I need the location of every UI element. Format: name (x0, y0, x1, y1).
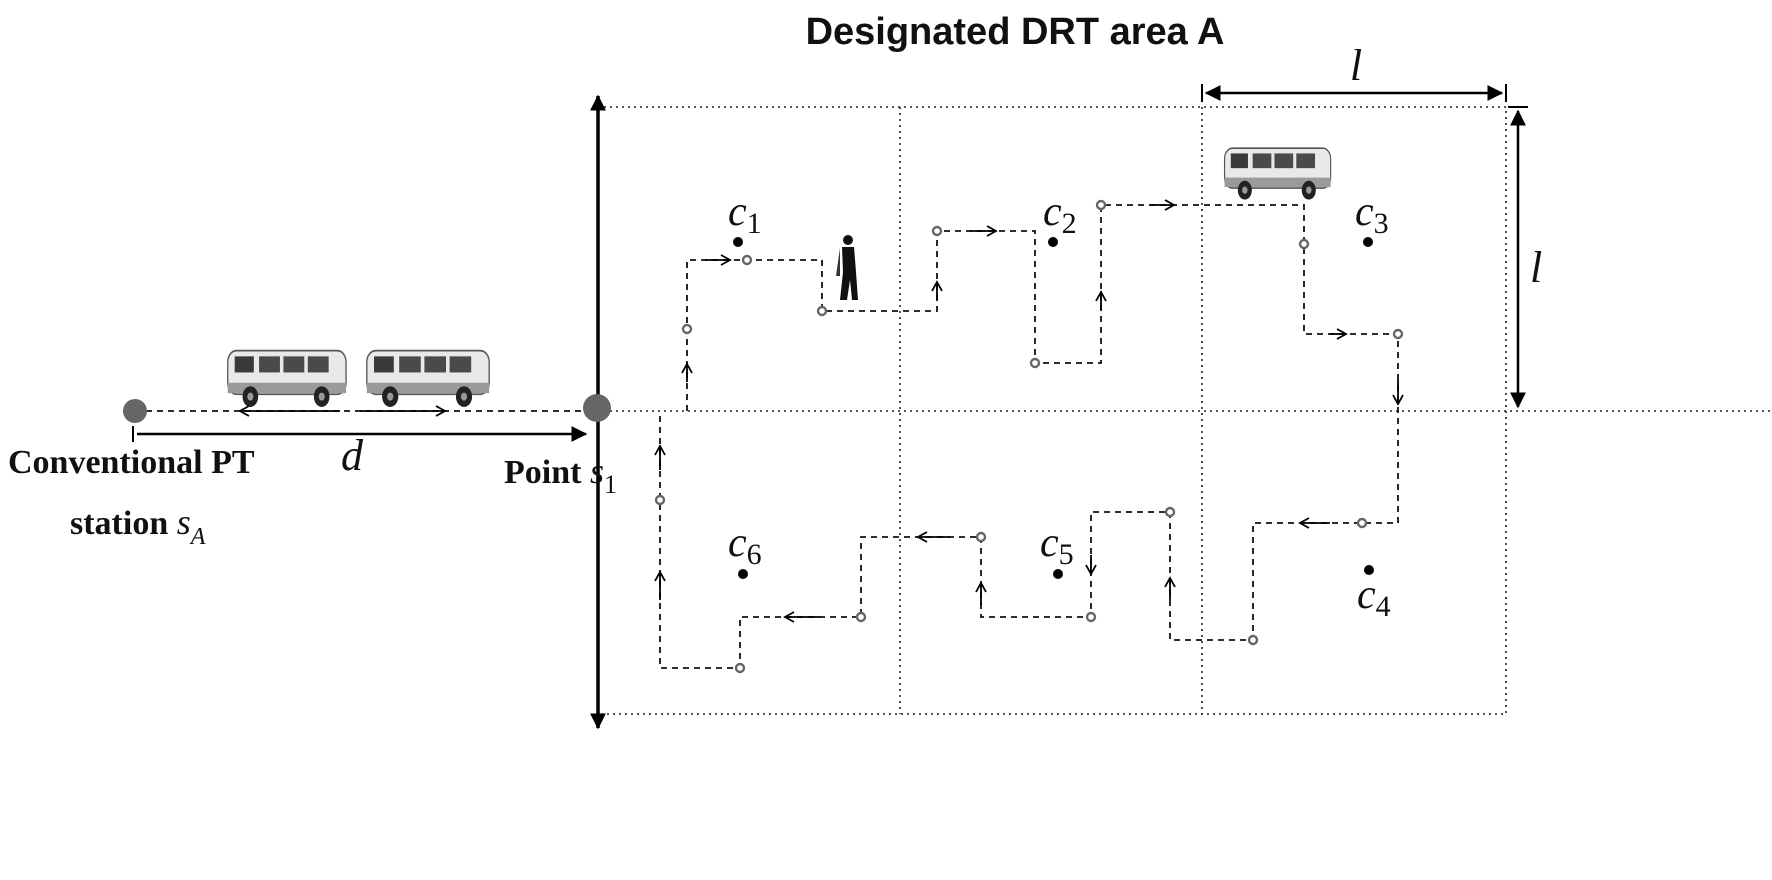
cell-center-c6 (738, 569, 748, 579)
point-s1-node (583, 394, 611, 422)
cell-center-c1 (733, 237, 743, 247)
cell-label-c4: c4 (1357, 572, 1391, 623)
cell-symbol: c (1043, 189, 1062, 235)
pedestrian-icon (836, 235, 858, 300)
cell-label-c6: c6 (728, 520, 762, 571)
cell-width-dimension: l (1201, 41, 1507, 102)
cell-symbol: c (728, 520, 747, 566)
cell-label-c2: c2 (1043, 189, 1077, 240)
cell-center-c5 (1053, 569, 1063, 579)
distance-dimension: d (132, 426, 588, 480)
cell-height-label: l (1530, 243, 1542, 292)
cell-centers (733, 237, 1374, 579)
cell-symbol: c (1355, 189, 1374, 235)
cell-index: 3 (1374, 207, 1389, 240)
minibus-icon (1223, 147, 1332, 201)
cell-label-c1: c1 (728, 189, 762, 240)
cell-label-c5: c5 (1040, 520, 1074, 571)
station-label-line1: Conventional PT (8, 444, 255, 481)
route-arrows (654, 199, 1404, 623)
minibus-icon (365, 349, 491, 408)
cell-center-c2 (1048, 237, 1058, 247)
distance-label: d (341, 431, 364, 480)
point-subscript: 1 (604, 470, 617, 499)
cell-symbol: c (1357, 572, 1376, 618)
station-subscript: A (189, 524, 206, 550)
station-label-text: station (70, 505, 177, 542)
minibus-icon (226, 349, 347, 408)
cell-index: 4 (1376, 590, 1391, 623)
cell-height-dimension: l (1508, 106, 1542, 409)
area-grid (597, 106, 1772, 715)
station-label-line2: station sA (70, 502, 206, 550)
cell-symbol: c (1040, 520, 1059, 566)
cell-index: 2 (1062, 207, 1077, 240)
cell-center-c4 (1364, 565, 1374, 575)
station-symbol: s (177, 502, 191, 542)
cell-center-c3 (1363, 237, 1373, 247)
point-label-text: Point (504, 454, 590, 491)
cell-width-label: l (1350, 41, 1362, 90)
cell-index: 1 (747, 207, 762, 240)
cell-index: 5 (1059, 538, 1074, 571)
point-symbol: s (590, 451, 604, 491)
cell-index: 6 (747, 538, 762, 571)
cell-label-c3: c3 (1355, 189, 1389, 240)
diagram-title: Designated DRT area A (806, 11, 1225, 53)
conventional-pt-station-node (123, 399, 147, 423)
route-waypoints (654, 199, 1404, 674)
cell-symbol: c (728, 189, 747, 235)
point-s1-label: Point s1 (504, 451, 617, 499)
drt-route-path (659, 204, 1399, 669)
